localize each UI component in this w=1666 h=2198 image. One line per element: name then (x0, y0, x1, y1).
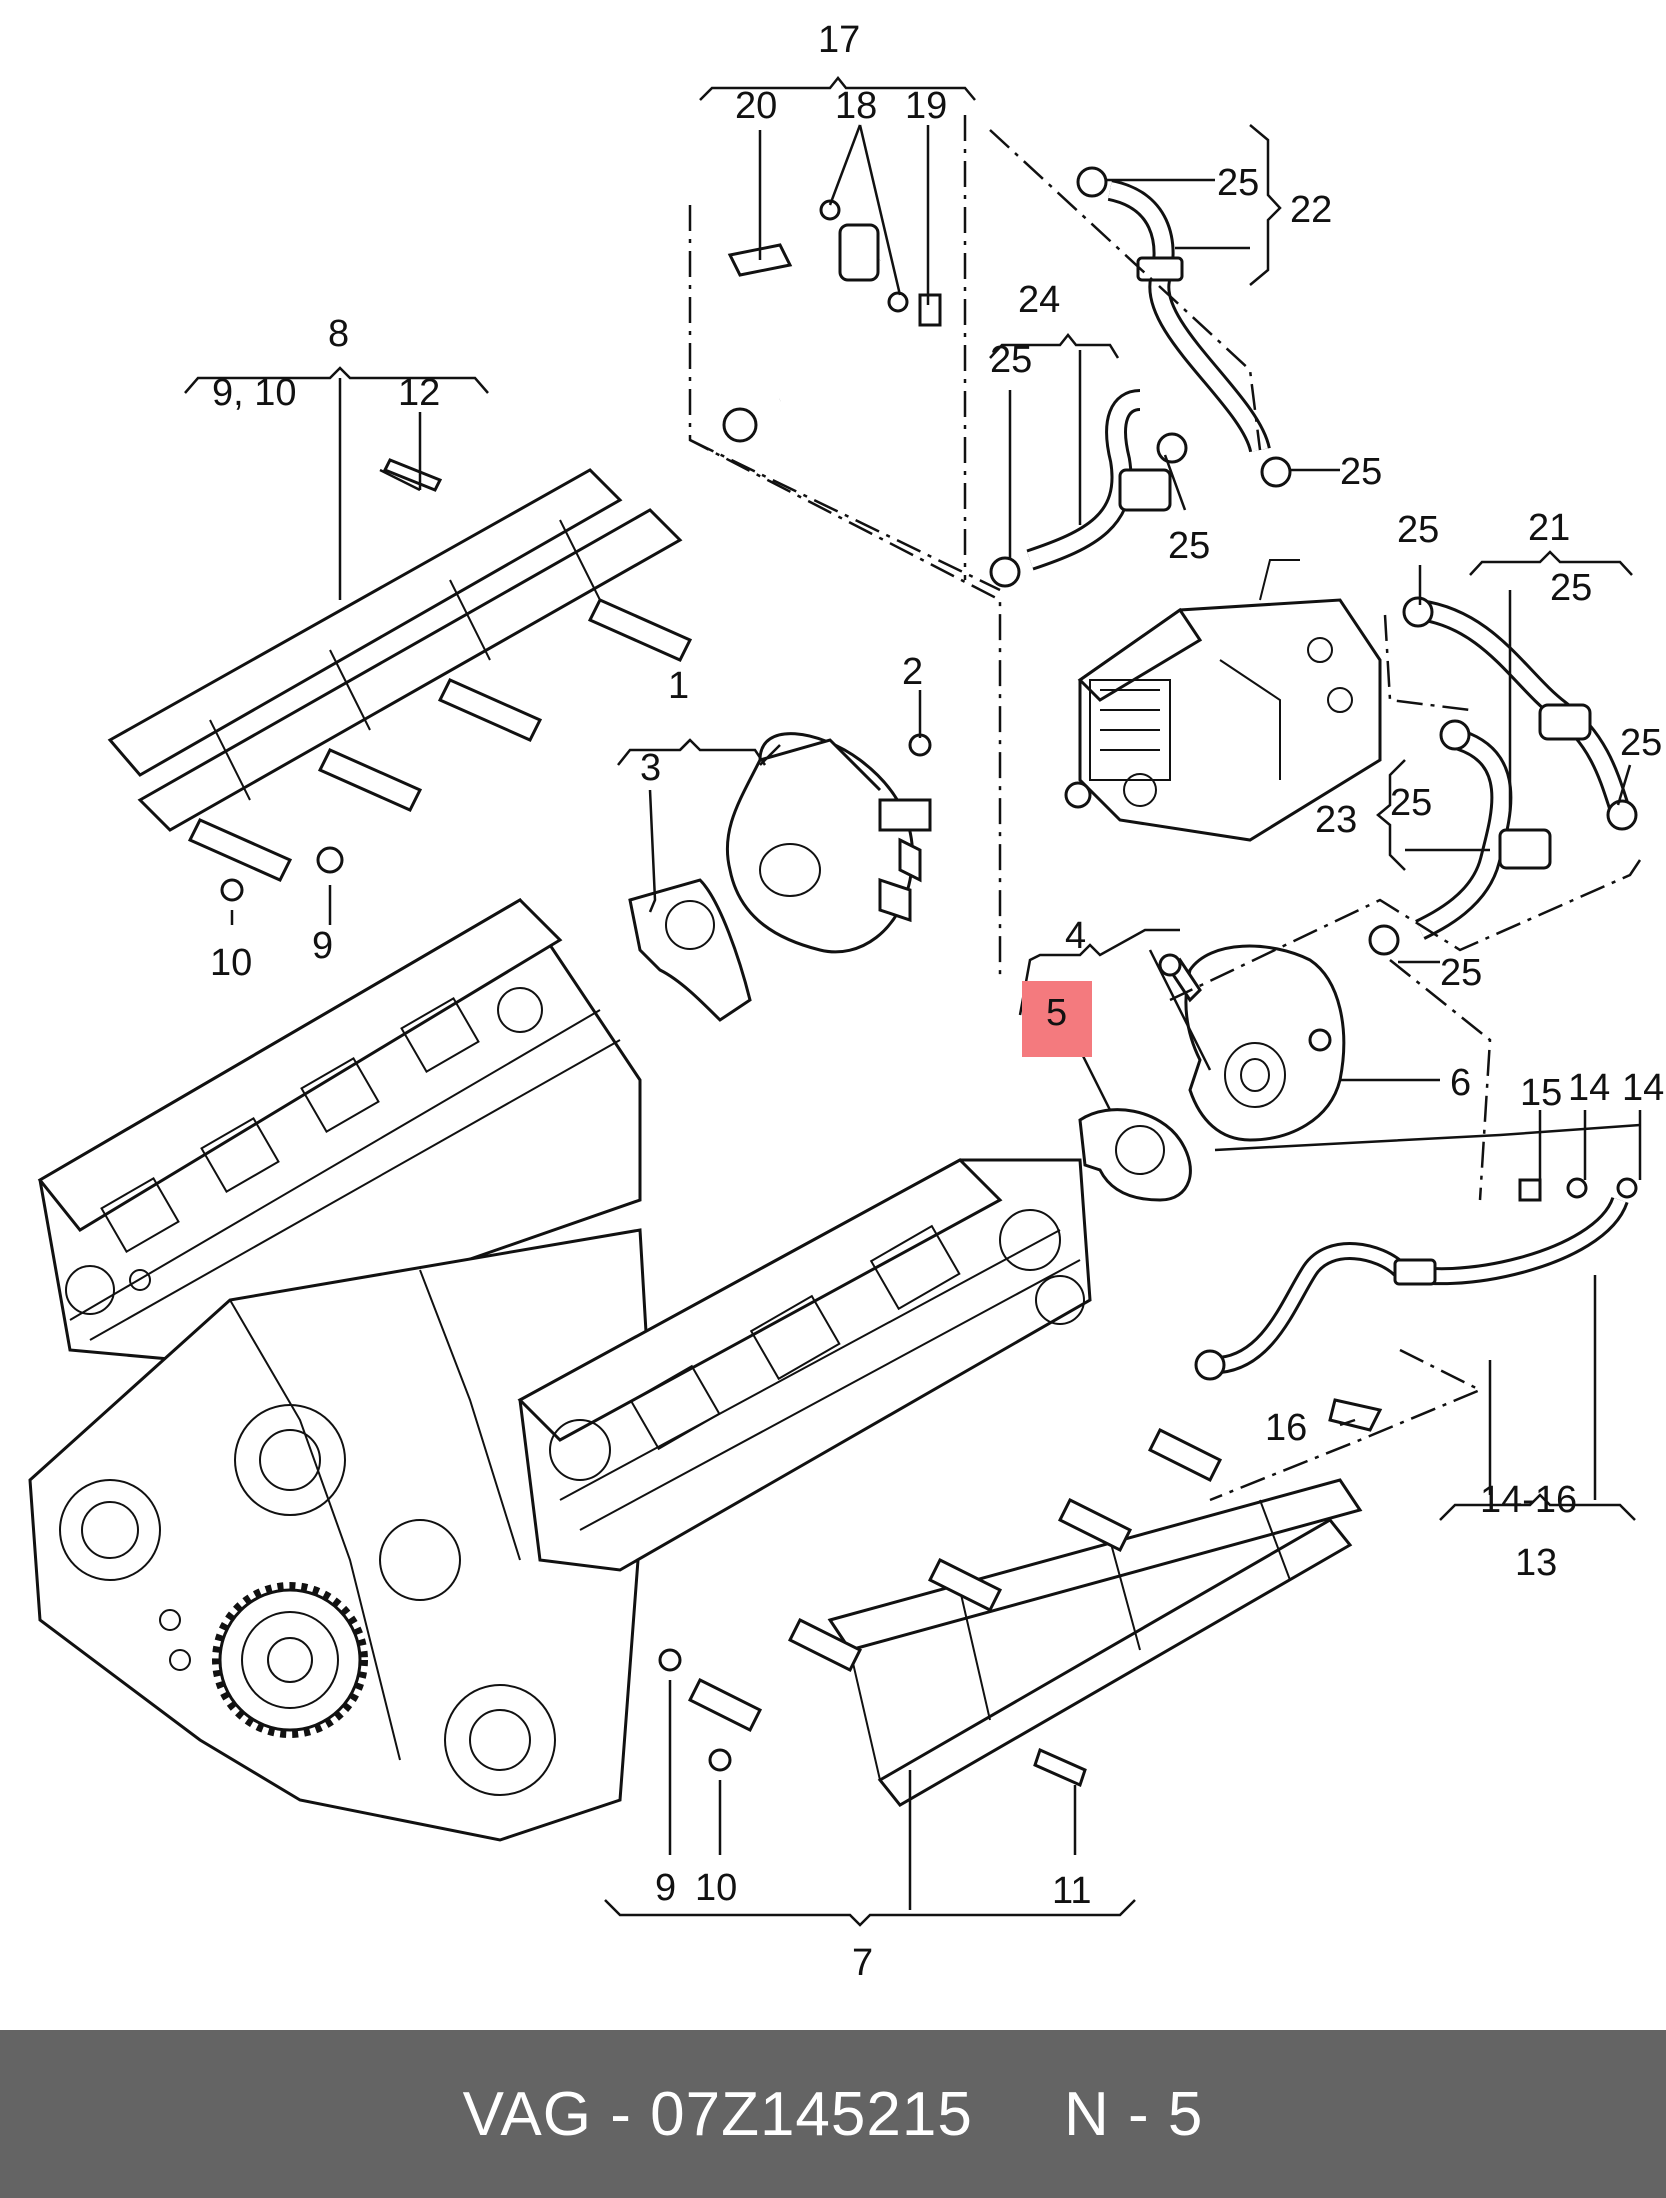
hose-22 (1076, 166, 1292, 488)
exploded-parts-diagram: 17 20 18 19 25 22 24 25 8 9, 10 12 25 25… (28, 19, 1664, 1984)
hose-assembly-17 (722, 199, 942, 443)
callout-14[interactable]: 14 (1622, 1067, 1664, 1109)
fuel-filter-housing (1064, 559, 1382, 842)
right-cylinder-head (517, 1158, 1092, 1572)
callout-9[interactable]: 9 (312, 925, 333, 967)
callout-6[interactable]: 6 (1450, 1062, 1471, 1104)
callout-14[interactable]: 14 (1568, 1067, 1610, 1109)
upper-fuel-rail (107, 458, 693, 902)
callout-9[interactable]: 9 (655, 1867, 676, 1909)
callout-1[interactable]: 1 (668, 665, 689, 707)
callout-2[interactable]: 2 (902, 651, 923, 693)
hose-24 (989, 389, 1188, 588)
callout-leaders (184, 75, 1642, 1927)
callout-25[interactable]: 25 (1168, 525, 1210, 567)
pump-seal (1078, 1108, 1192, 1202)
callout-25[interactable]: 25 (1340, 451, 1382, 493)
assembly-outline-21-23 (1169, 614, 1642, 1502)
callout-labels: 17 20 18 19 25 22 24 25 8 9, 10 12 25 25… (210, 19, 1664, 1984)
callout-5-highlighted[interactable]: 5 (1046, 992, 1067, 1034)
callout-11[interactable]: 11 (1052, 1870, 1091, 1912)
callout-14-16[interactable]: 14-16 (1480, 1479, 1577, 1521)
high-pressure-pump (1158, 944, 1346, 1142)
part-number: 07Z145215 (650, 2079, 973, 2149)
callout-25[interactable]: 25 (1217, 162, 1259, 204)
hose-21 (1402, 596, 1638, 831)
callout-25[interactable]: 25 (1397, 509, 1439, 551)
left-cylinder-head (37, 897, 642, 1362)
callout-8[interactable]: 8 (328, 313, 349, 355)
vacuum-pump-gasket (628, 878, 752, 1022)
callout-20[interactable]: 20 (735, 85, 777, 127)
engine-block (28, 1228, 652, 1842)
callout-7[interactable]: 7 (852, 1942, 873, 1984)
callout-23[interactable]: 23 (1315, 799, 1357, 841)
callout-22[interactable]: 22 (1290, 189, 1332, 231)
callout-17[interactable]: 17 (818, 19, 860, 61)
callout-10[interactable]: 10 (210, 942, 252, 984)
part-number-footer: VAG - 07Z145215 N - 5 (0, 2030, 1666, 2198)
lower-fuel-rail (658, 1427, 1363, 1807)
callout-10[interactable]: 10 (695, 1867, 737, 1909)
callout-25[interactable]: 25 (990, 339, 1032, 381)
callout-13[interactable]: 13 (1515, 1542, 1557, 1584)
callout-25[interactable]: 25 (1440, 952, 1482, 994)
callout-16[interactable]: 16 (1265, 1407, 1307, 1449)
spacer (973, 2079, 1064, 2150)
callout-4[interactable]: 4 (1065, 915, 1086, 957)
callout-9-10[interactable]: 9, 10 (212, 372, 297, 414)
callout-19[interactable]: 19 (905, 85, 947, 127)
callout-25[interactable]: 25 (1550, 567, 1592, 609)
assembly-outline-17 (688, 115, 1262, 980)
highlight-callout-5 (1022, 981, 1092, 1057)
vacuum-pump (725, 732, 932, 954)
callout-12[interactable]: 12 (398, 372, 440, 414)
callout-3[interactable]: 3 (640, 747, 661, 789)
callout-21[interactable]: 21 (1528, 507, 1570, 549)
position-label: N - 5 (1063, 2079, 1204, 2149)
separator: - (592, 2079, 651, 2149)
hose-23 (1368, 719, 1552, 956)
callout-25[interactable]: 25 (1390, 782, 1432, 824)
callout-25[interactable]: 25 (1620, 722, 1662, 764)
fuel-line-13 (1194, 1177, 1638, 1432)
brand-label: VAG (462, 2079, 592, 2149)
callout-15[interactable]: 15 (1520, 1072, 1562, 1114)
callout-24[interactable]: 24 (1018, 279, 1060, 321)
callout-18[interactable]: 18 (835, 85, 877, 127)
